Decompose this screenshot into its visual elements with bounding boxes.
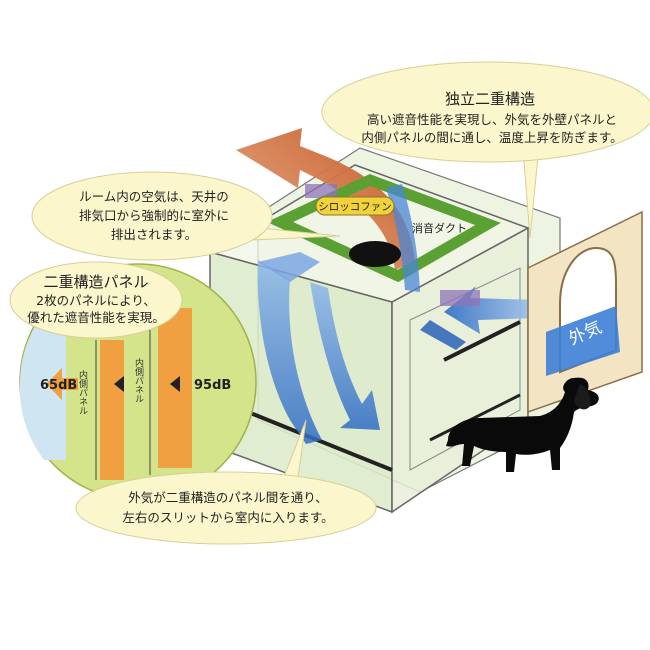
independent-structure-line-1: 高い遮音性能を実現し、外気を外壁パネルと (367, 112, 617, 127)
exhaust-vent (349, 241, 401, 267)
double-panel-line-2: 優れた遮音性能を実現。 (27, 310, 165, 325)
sirocco-fan-label: シロッコファン (318, 201, 392, 213)
callout-outside-air: 外気が二重構造のパネル間を通り、 左右のスリットから室内に入ります。 (75, 419, 377, 545)
ceiling-fan-frame (266, 174, 501, 283)
inner-panel-label-2: 内側パネル (133, 357, 144, 403)
outside-air-line-2: 左右のスリットから室内に入ります。 (122, 510, 333, 525)
sirocco-fan-label-group: シロッコファン (315, 196, 395, 216)
silencer-duct-label: 消音ダクト (412, 221, 467, 235)
independent-structure-line-2: 内側パネルの間に通し、温度上昇を防ぎます。 (361, 130, 622, 145)
callout-room-air: ルーム内の空気は、天井の 排気口から強制的に室外に 排出されます。 (31, 171, 341, 261)
room-air-line-1: ルーム内の空気は、天井の (79, 189, 229, 204)
room-air-line-3: 排出されます。 (111, 227, 197, 242)
callout-independent-structure: 独立二重構造 高い遮音性能を実現し、外気を外壁パネルと 内側パネルの間に通し、温… (321, 61, 650, 239)
db-outside-label: 95dB (194, 378, 231, 393)
room-air-line-2: 排気口から強制的に室外に (79, 208, 229, 223)
callout-double-panel: 二重構造パネル 2枚のパネルにより、 優れた遮音性能を実現。 (9, 261, 183, 339)
fresh-air-flow (257, 184, 540, 444)
exhaust-air-arrow (236, 128, 415, 270)
db-inside-label: 65dB (40, 378, 77, 393)
double-panel-title: 二重構造パネル (43, 273, 148, 291)
independent-structure-title: 独立二重構造 (445, 90, 535, 108)
dog-silhouette (446, 377, 599, 472)
outside-air-line-1: 外気が二重構造のパネル間を通り、 (128, 490, 328, 505)
inner-panel-label-1: 内側パネル (77, 369, 88, 415)
double-panel-line-1: 2枚のパネルにより、 (36, 293, 156, 308)
room-door: 外気 (527, 210, 643, 414)
